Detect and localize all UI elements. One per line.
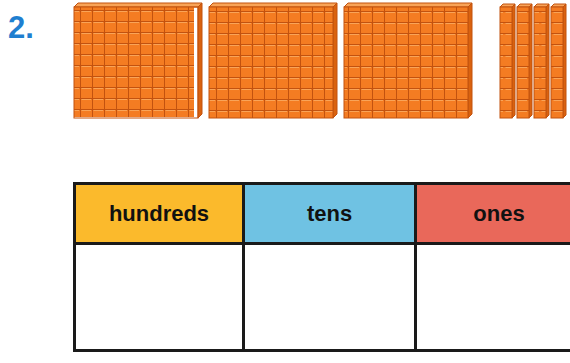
column-header: ones (473, 201, 524, 227)
column-header: hundreds (109, 201, 209, 227)
header-cell: tens (242, 182, 417, 245)
column-header: tens (307, 201, 352, 227)
hundred-flat (344, 3, 472, 118)
hundred-flat (74, 3, 202, 118)
ten-rod (551, 4, 566, 118)
ten-rod (534, 4, 549, 118)
problem-number: 2. (8, 12, 34, 43)
answer-cell (73, 242, 245, 352)
ten-rod (500, 4, 515, 118)
hundred-flat (209, 3, 337, 118)
header-cell: hundreds (73, 182, 245, 245)
header-cell: ones (414, 182, 570, 245)
ten-rod (517, 4, 532, 118)
answer-cell (242, 242, 417, 352)
answer-cell (414, 242, 570, 352)
